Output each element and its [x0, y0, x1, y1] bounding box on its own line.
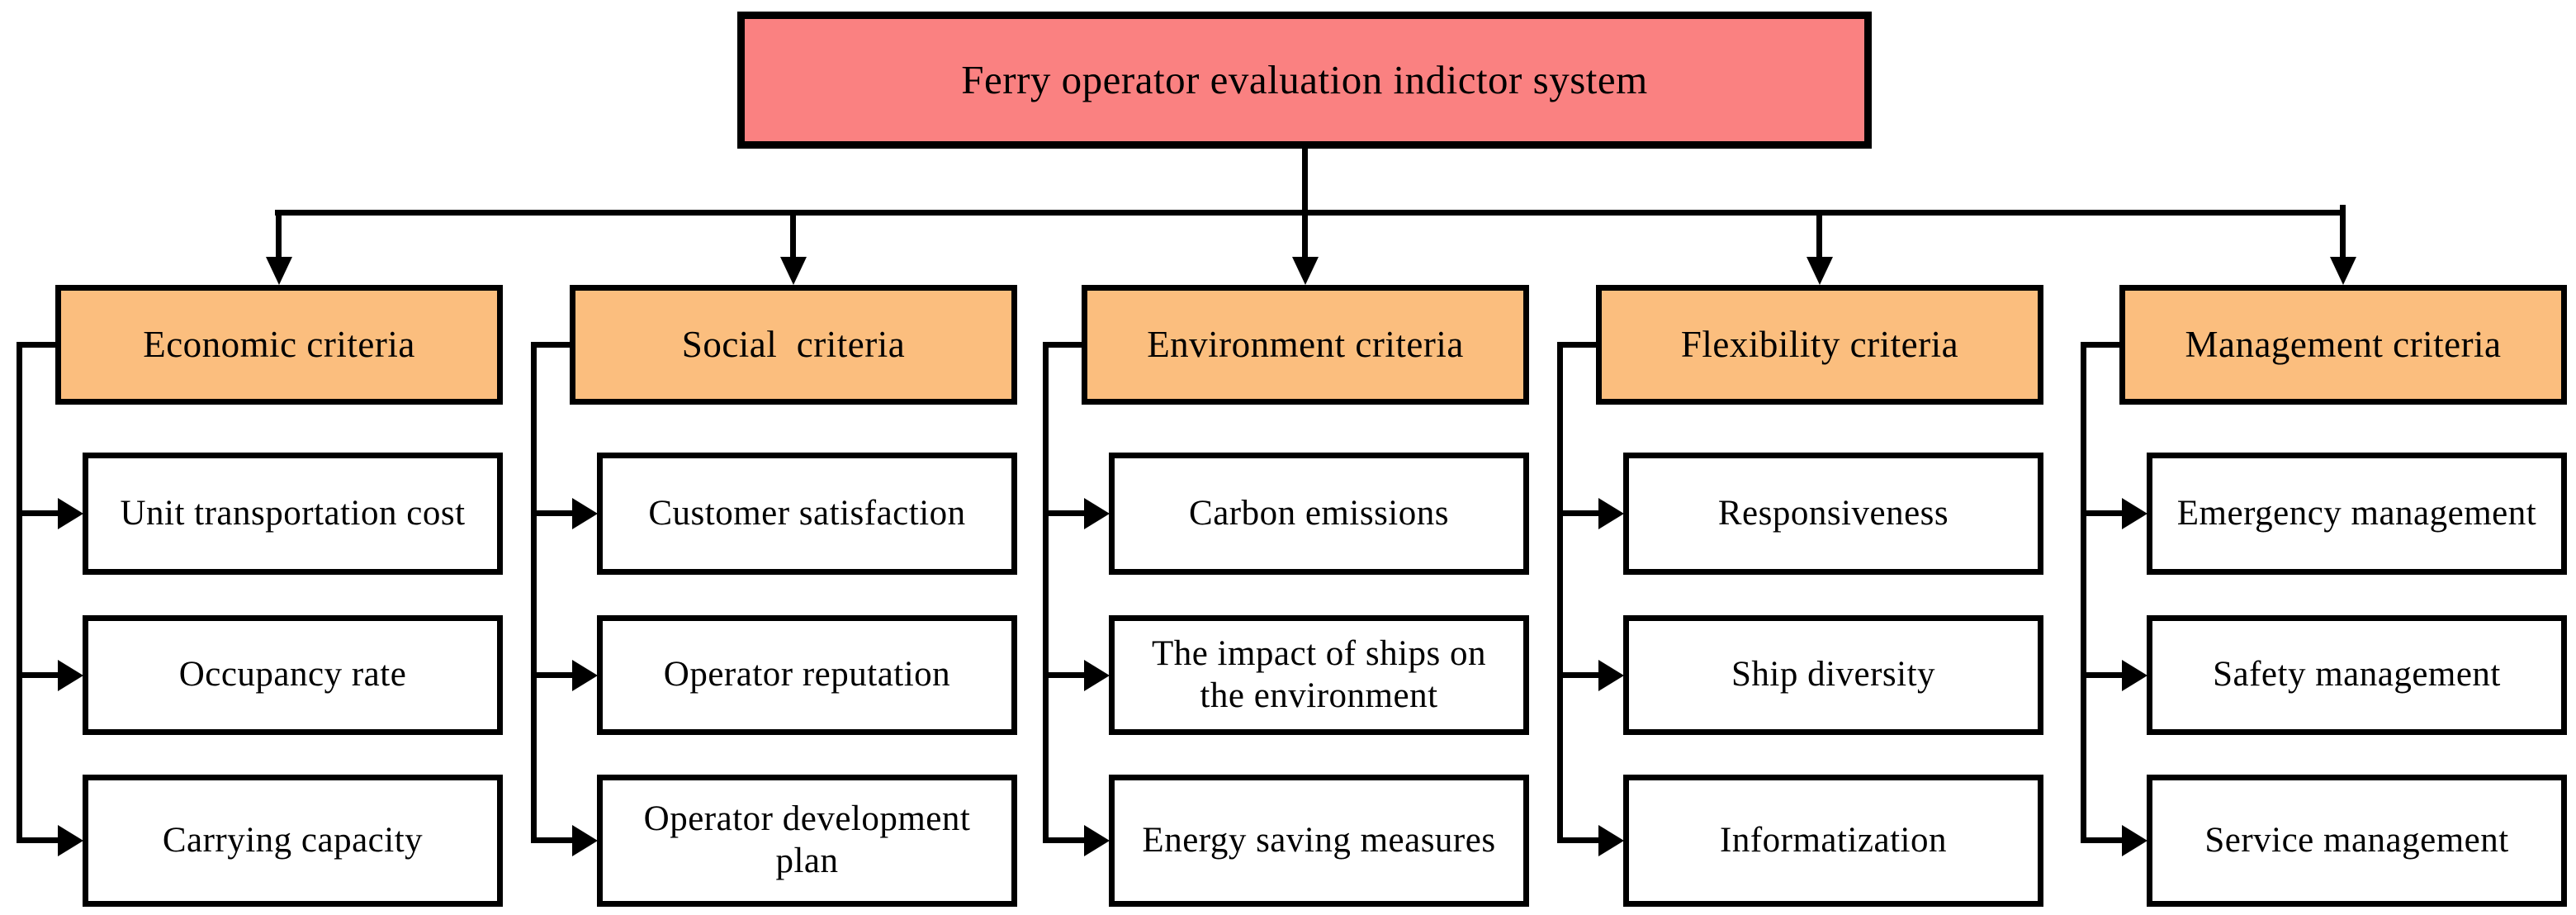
arrow-right-management-1	[2122, 498, 2147, 529]
arrow-down-management	[2330, 257, 2356, 285]
branch-economic-label: Economic criteria	[143, 323, 415, 365]
leaf-service-management: Service management	[2147, 775, 2567, 907]
arrow-shaft-social-1	[531, 510, 577, 516]
leaf-carbon-emissions: Carbon emissions	[1109, 453, 1529, 575]
root-drop-line	[1302, 147, 1308, 213]
arrow-right-social-2	[572, 660, 598, 691]
arrow-shaft-flexibility-3	[1557, 837, 1603, 843]
drop-line-management	[2340, 205, 2346, 259]
arrow-shaft-economic-1	[17, 510, 63, 516]
leaf-unit-transportation-cost: Unit transportation cost	[83, 453, 503, 575]
arrow-right-environment-3	[1084, 825, 1110, 856]
leaf-operator-development-plan: Operator development plan	[597, 775, 1017, 907]
leaf-ship-diversity: Ship diversity	[1623, 615, 2043, 735]
leaf-label: Responsiveness	[1717, 493, 1949, 533]
bracket-stub-management	[2081, 342, 2125, 348]
arrow-right-economic-3	[58, 825, 83, 856]
leaf-informatization: Informatization	[1623, 775, 2043, 907]
leaf-label: Ship diversity	[1731, 655, 1936, 695]
branch-social-label: Social criteria	[681, 323, 906, 365]
branch-flexibility-criteria: Flexibility criteria	[1596, 285, 2043, 405]
root-label: Ferry operator evaluation indictor syste…	[961, 57, 1648, 103]
drop-line-environment	[1302, 210, 1308, 259]
leaf-label: The impact of ships on the environment	[1151, 633, 1487, 715]
arrow-down-economic	[266, 257, 292, 285]
arrow-shaft-flexibility-1	[1557, 510, 1603, 516]
bracket-stub-flexibility	[1557, 342, 1602, 348]
leaf-label: Operator reputation	[663, 655, 951, 695]
arrow-down-flexibility	[1807, 257, 1833, 285]
level-rail-line	[275, 210, 2346, 216]
bracket-line-flexibility	[1557, 342, 1563, 843]
leaf-label: Energy saving measures	[1142, 820, 1496, 860]
leaf-label: Carbon emissions	[1189, 493, 1449, 533]
arrow-right-flexibility-1	[1598, 498, 1624, 529]
leaf-label: Unit transportation cost	[120, 493, 466, 533]
branch-social-criteria: Social criteria	[570, 285, 1017, 405]
leaf-emergency-management: Emergency management	[2147, 453, 2567, 575]
arrow-shaft-environment-1	[1043, 510, 1089, 516]
bracket-stub-social	[531, 342, 575, 348]
branch-environment-criteria: Environment criteria	[1082, 285, 1529, 405]
drop-line-economic	[276, 210, 282, 259]
branch-environment-label: Environment criteria	[1147, 323, 1464, 365]
arrow-shaft-environment-3	[1043, 837, 1089, 843]
arrow-right-economic-2	[58, 660, 83, 691]
leaf-label: Informatization	[1720, 820, 1947, 860]
drop-line-social	[790, 210, 796, 259]
arrow-right-management-3	[2122, 825, 2147, 856]
arrow-right-management-2	[2122, 660, 2147, 691]
arrow-right-social-1	[572, 498, 598, 529]
leaf-label: Occupancy rate	[178, 655, 407, 695]
arrow-right-environment-2	[1084, 660, 1110, 691]
leaf-label: Service management	[2204, 820, 2509, 860]
leaf-customer-satisfaction: Customer satisfaction	[597, 453, 1017, 575]
arrow-shaft-management-2	[2081, 672, 2127, 678]
bracket-stub-environment	[1043, 342, 1087, 348]
leaf-energy-saving-measures: Energy saving measures	[1109, 775, 1529, 907]
leaf-responsiveness: Responsiveness	[1623, 453, 2043, 575]
bracket-stub-economic	[17, 342, 61, 348]
bracket-line-economic	[17, 342, 22, 843]
arrow-shaft-management-3	[2081, 837, 2127, 843]
arrow-right-economic-1	[58, 498, 83, 529]
branch-management-label: Management criteria	[2185, 323, 2502, 365]
arrow-shaft-economic-3	[17, 837, 63, 843]
bracket-line-management	[2081, 342, 2086, 843]
arrow-shaft-management-1	[2081, 510, 2127, 516]
leaf-carrying-capacity: Carrying capacity	[83, 775, 503, 907]
leaf-occupancy-rate: Occupancy rate	[83, 615, 503, 735]
arrow-shaft-social-2	[531, 672, 577, 678]
arrow-right-flexibility-3	[1598, 825, 1624, 856]
leaf-safety-management: Safety management	[2147, 615, 2567, 735]
arrow-shaft-economic-2	[17, 672, 63, 678]
leaf-label: Customer satisfaction	[648, 493, 966, 533]
bracket-line-social	[531, 342, 537, 843]
leaf-label: Carrying capacity	[162, 820, 424, 860]
drop-line-flexibility	[1816, 210, 1822, 259]
arrow-shaft-environment-2	[1043, 672, 1089, 678]
arrow-down-environment	[1292, 257, 1319, 285]
leaf-impact-of-ships-on-environment: The impact of ships on the environment	[1109, 615, 1529, 735]
leaf-label: Emergency management	[2176, 493, 2537, 533]
arrow-right-environment-1	[1084, 498, 1110, 529]
leaf-label: Operator development plan	[643, 799, 971, 880]
arrow-right-social-3	[572, 825, 598, 856]
root-node: Ferry operator evaluation indictor syste…	[737, 12, 1872, 149]
bracket-line-environment	[1043, 342, 1049, 843]
arrow-shaft-social-3	[531, 837, 577, 843]
arrow-down-social	[780, 257, 807, 285]
arrow-shaft-flexibility-2	[1557, 672, 1603, 678]
branch-economic-criteria: Economic criteria	[55, 285, 503, 405]
branch-flexibility-label: Flexibility criteria	[1680, 323, 1959, 365]
leaf-operator-reputation: Operator reputation	[597, 615, 1017, 735]
leaf-label: Safety management	[2213, 655, 2501, 695]
arrow-right-flexibility-2	[1598, 660, 1624, 691]
branch-management-criteria: Management criteria	[2119, 285, 2567, 405]
